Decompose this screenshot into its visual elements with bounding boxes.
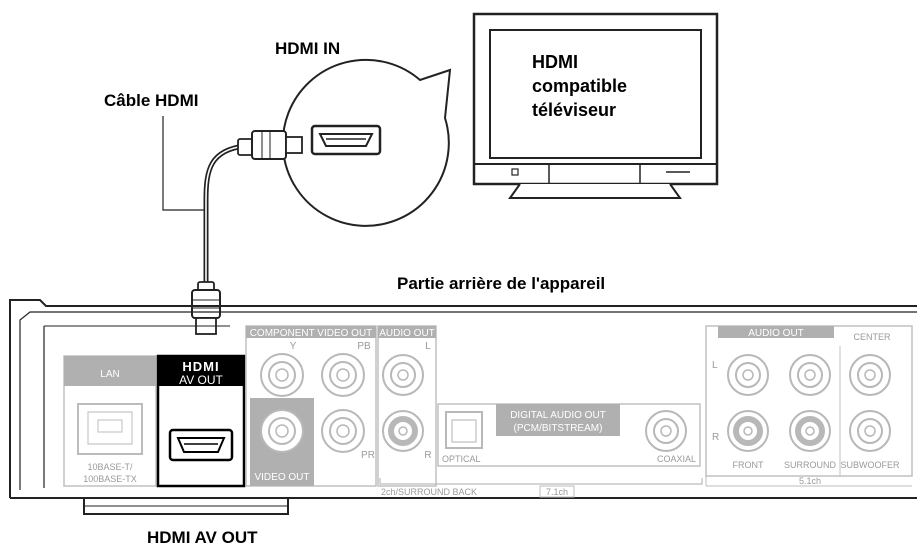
- lan-spec-line2: 100BASE-TX: [83, 474, 137, 484]
- av-out-label: AV OUT: [179, 373, 223, 387]
- pr-label: PR: [361, 450, 375, 461]
- audio-out-2ch-group: AUDIO OUT L R: [377, 325, 437, 487]
- digital-audio-out-group: DIGITAL AUDIO OUT (PCM/BITSTREAM) OPTICA…: [437, 403, 701, 467]
- lan-label: LAN: [100, 369, 119, 380]
- bracket-7-1ch: 2ch/SURROUND BACK 7.1ch: [379, 478, 703, 498]
- television: HDMI compatible téléviseur: [472, 12, 719, 199]
- pb-label: PB: [357, 341, 371, 352]
- subwoofer-label: SUBWOOFER: [840, 460, 900, 470]
- 5-1ch-label: 5.1ch: [799, 476, 821, 486]
- center-label: CENTER: [853, 332, 891, 342]
- l-label-5-1: L: [712, 360, 718, 371]
- r-label-2ch: R: [424, 450, 431, 461]
- 7-1ch-label: 7.1ch: [546, 487, 568, 497]
- hdmi-cable: [191, 130, 303, 335]
- video-out-label: VIDEO OUT: [254, 472, 309, 483]
- hdmi-in-label: HDMI IN: [275, 39, 340, 58]
- hdmi-logo: HDMI: [182, 359, 219, 374]
- component-video-out-group: COMPONENT VIDEO OUT Y PB PR VIDEO OUT: [245, 325, 377, 487]
- digital-audio-out-label: DIGITAL AUDIO OUT: [510, 410, 606, 421]
- surround-back-label: 2ch/SURROUND BACK: [381, 487, 477, 497]
- hdmi-in-zoom-bubble: [281, 58, 452, 227]
- tv-label-line2: compatible: [532, 76, 627, 96]
- cable-label: Câble HDMI: [104, 91, 198, 110]
- y-label: Y: [290, 341, 297, 352]
- audio-out-5-1ch-group: AUDIO OUT CENTER L R FRONT SURROUND SUBW…: [705, 325, 913, 487]
- rear-panel-label: Partie arrière de l'appareil: [397, 274, 605, 293]
- hdmi-av-out-bottom-label: HDMI AV OUT: [147, 528, 258, 547]
- device-rear-panel: [9, 299, 917, 515]
- l-label: L: [425, 341, 431, 352]
- r-label-5-1: R: [712, 432, 719, 443]
- component-video-out-label: COMPONENT VIDEO OUT: [250, 328, 373, 339]
- optical-label: OPTICAL: [442, 454, 481, 464]
- audio-out-5-1ch-label: AUDIO OUT: [748, 328, 804, 339]
- tv-label-line1: HDMI: [532, 52, 578, 72]
- coaxial-label: COAXIAL: [657, 454, 696, 464]
- lan-port-group: LAN 10BASE-T/ 100BASE-TX: [63, 355, 157, 487]
- surround-label: SURROUND: [784, 460, 837, 470]
- hdmi-av-out-port-group: HDMI AV OUT: [156, 354, 246, 488]
- pcm-bitstream-label: (PCM/BITSTREAM): [514, 423, 603, 434]
- tv-label-line3: téléviseur: [532, 100, 616, 120]
- lan-spec-line1: 10BASE-T/: [87, 462, 133, 472]
- front-label: FRONT: [733, 460, 764, 470]
- audio-out-2ch-label: AUDIO OUT: [379, 328, 435, 339]
